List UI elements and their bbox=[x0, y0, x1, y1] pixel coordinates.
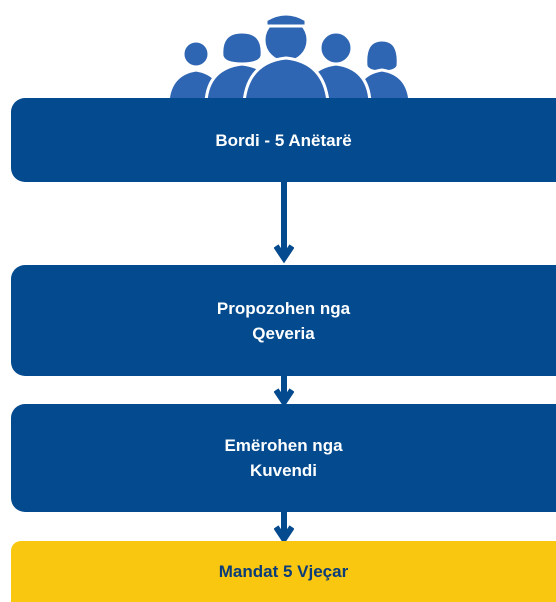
node-board: Bordi - 5 Anëtarë bbox=[11, 98, 556, 182]
node-mandate: Mandat 5 Vjeçar bbox=[11, 541, 556, 602]
node-propose-line-2: Qeveria bbox=[252, 323, 315, 343]
node-appoint: Emërohen nga Kuvendi bbox=[11, 404, 556, 512]
arrow-propose-to-appoint bbox=[274, 376, 294, 404]
node-propose: Propozohen nga Qeveria bbox=[11, 265, 556, 376]
node-board-label: Bordi - 5 Anëtarë bbox=[215, 130, 352, 150]
arrow-down-icon bbox=[274, 512, 294, 541]
node-appoint-line-2: Kuvendi bbox=[249, 461, 318, 480]
node-appoint-line-1: Emërohen nga bbox=[224, 436, 343, 455]
node-mandate-label: Mandat 5 Vjeçar bbox=[218, 562, 349, 581]
node-propose-line-1: Propozohen nga bbox=[216, 298, 351, 318]
arrow-down-icon bbox=[274, 376, 294, 404]
arrow-board-to-propose bbox=[274, 182, 294, 265]
arrow-appoint-to-mandate bbox=[274, 512, 294, 541]
arrow-down-icon bbox=[274, 182, 294, 264]
people-group-icon bbox=[160, 10, 412, 104]
